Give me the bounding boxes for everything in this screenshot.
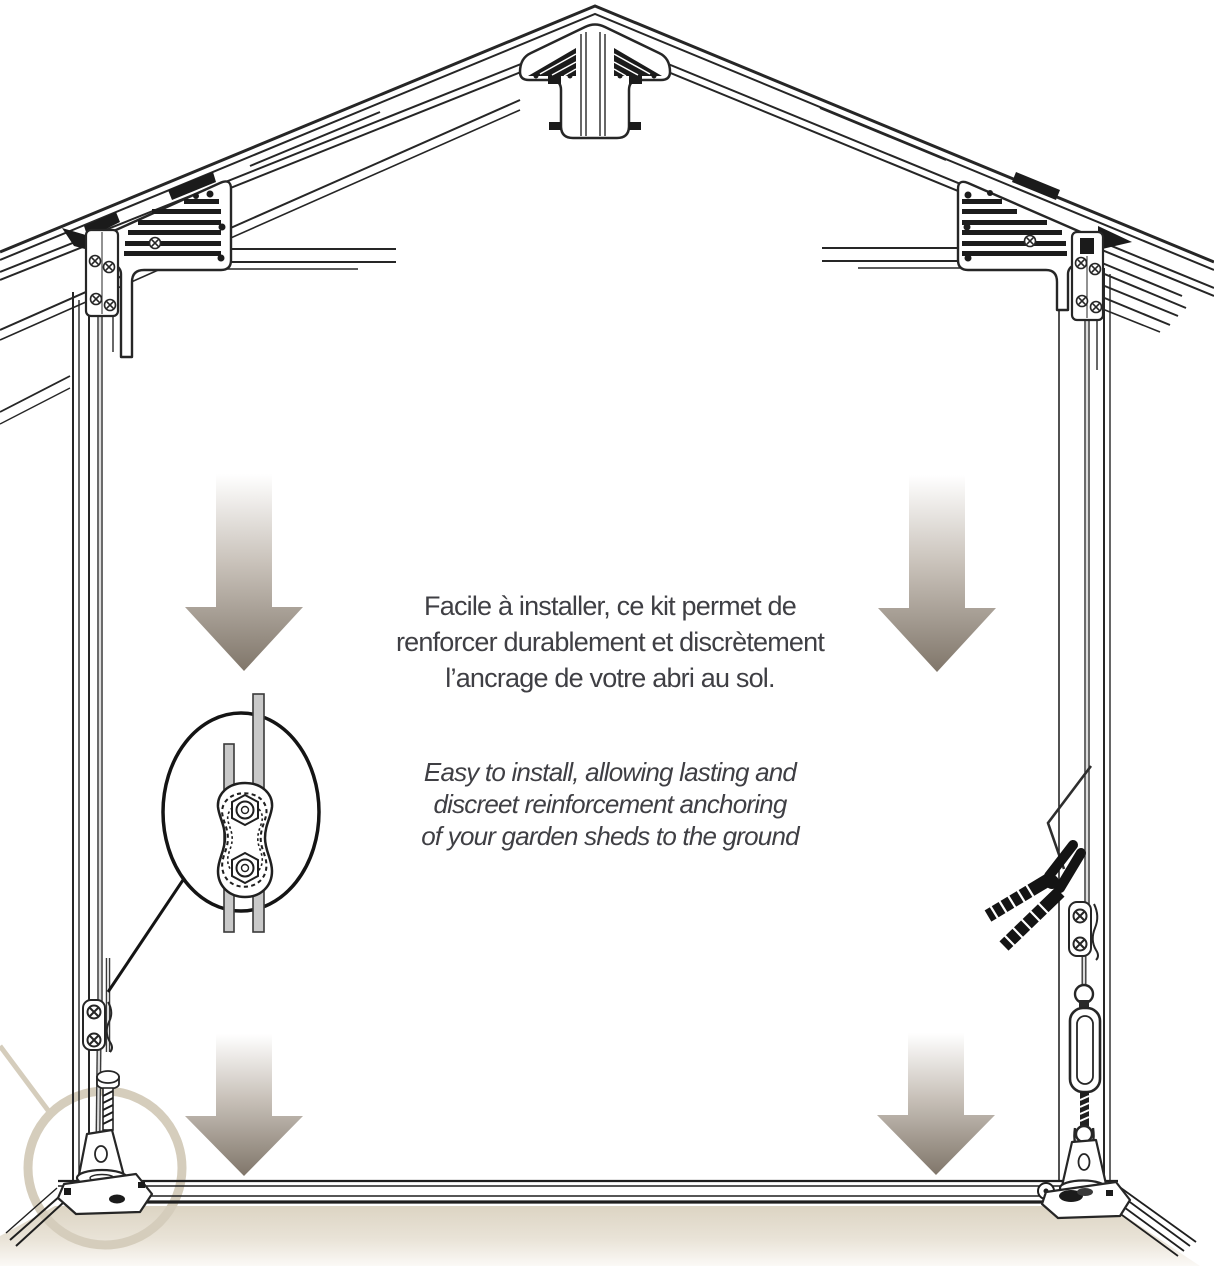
left-cable-bracket xyxy=(84,212,120,318)
right-gusset-vent xyxy=(956,172,1132,312)
left-cable-clamp xyxy=(82,999,113,1053)
caption-french-line3: l’ancrage de votre abri au sol. xyxy=(445,663,775,693)
arrow-upper-left xyxy=(185,474,303,671)
caption-french: Facile à installer, ce kit permet de ren… xyxy=(330,588,890,696)
floor-rail xyxy=(5,1179,1197,1257)
clamp-detail-magnifier xyxy=(106,693,321,993)
right-cable-bracket xyxy=(1070,230,1105,322)
turnbuckle xyxy=(1068,983,1102,1144)
arrow-lower-right xyxy=(877,1033,995,1175)
pliers xyxy=(984,840,1086,951)
floor xyxy=(0,1206,1200,1266)
wall-posts xyxy=(72,268,1111,1181)
arrow-lower-left xyxy=(185,1034,303,1176)
caption-french-line1: Facile à installer, ce kit permet de xyxy=(424,591,797,621)
roof-tie-beams xyxy=(225,247,960,270)
caption-english-line1: Easy to install, allowing lasting and xyxy=(423,757,797,787)
right-cable-clamp xyxy=(1068,901,1099,961)
caption-french-line2: renforcer durablement et discrètement xyxy=(395,627,825,657)
caption-english-line2: discreet reinforcement anchoring xyxy=(433,789,787,819)
caption-english: Easy to install, allowing lasting and di… xyxy=(330,756,890,852)
right-anchor-cable xyxy=(1046,252,1093,988)
right-anchor-foot xyxy=(1040,1127,1132,1220)
ridge-bracket xyxy=(518,23,672,140)
left-gusset-vent xyxy=(62,172,233,359)
left-anchor-foot xyxy=(56,1128,154,1216)
caption-english-line3: of your garden sheds to the ground xyxy=(421,821,799,851)
arrow-upper-right xyxy=(878,475,996,672)
